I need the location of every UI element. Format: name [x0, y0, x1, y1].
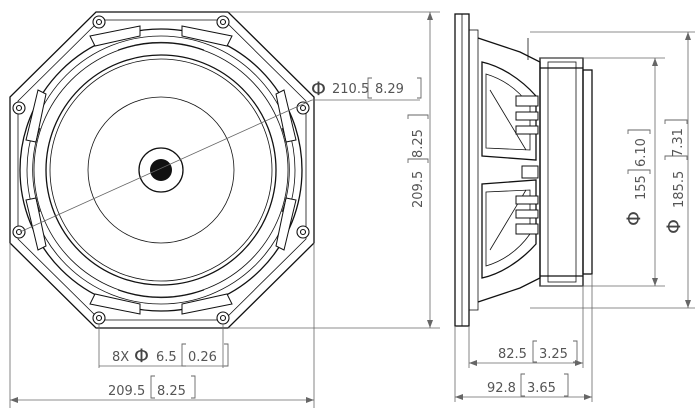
surround-inner	[45, 54, 277, 286]
hole-in: 0.26	[188, 350, 217, 365]
hole-phi: Φ	[134, 345, 149, 367]
width-dimension: 209.5 8.25	[9, 243, 315, 408]
mounting-holes	[12, 15, 310, 325]
cone-middle	[87, 96, 235, 244]
rim-detail	[32, 41, 290, 299]
total-depth-dimension: 92.8 3.65	[454, 274, 593, 402]
width-mm: 209.5	[108, 384, 145, 399]
magnet-diameter-in: 6.10	[634, 138, 649, 167]
outer-diameter-label: Φ 210.5 8.29	[311, 77, 422, 100]
basket-window-upper	[481, 61, 537, 161]
hole-count: 8X	[112, 350, 129, 365]
height-dimension: 209.5 8.25	[228, 11, 440, 329]
basket-lugs	[25, 25, 297, 315]
hole-mm: 6.5	[156, 350, 177, 365]
width-in: 8.25	[157, 384, 186, 399]
mounting-hole-dimension: 8X Φ 6.5 0.26	[98, 324, 229, 368]
basket-rim	[19, 28, 303, 312]
total-depth-mm: 92.8	[487, 381, 516, 396]
magnet-diameter-phi: Φ	[623, 211, 645, 226]
pole-piece	[150, 159, 172, 181]
magnet-depth-dimension: 82.5 3.25	[468, 286, 584, 368]
outer-diameter-phi: Φ	[311, 78, 326, 100]
terminals	[515, 95, 539, 235]
back-diameter-phi: Φ	[663, 219, 685, 234]
diameter-leader	[19, 99, 313, 233]
back-plate	[582, 69, 593, 275]
back-diameter-in: 7.31	[671, 128, 686, 157]
side-view	[454, 13, 593, 327]
magnet-depth-mm: 82.5	[498, 347, 527, 362]
front-view	[9, 11, 420, 329]
outer-diameter-in: 8.29	[375, 82, 404, 97]
height-mm: 209.5	[411, 171, 426, 208]
back-diameter-dimension: Φ 185.5 7.31	[530, 31, 695, 309]
magnet	[539, 57, 584, 287]
magnet-diameter-mm: 155	[634, 175, 649, 200]
total-depth-in: 3.65	[527, 381, 556, 396]
gasket-ring	[26, 35, 296, 305]
magnet-depth-in: 3.25	[539, 347, 568, 362]
outer-diameter-mm: 210.5	[332, 82, 369, 97]
height-in: 8.25	[411, 129, 426, 158]
gasket	[468, 29, 479, 311]
surround-outer	[33, 42, 289, 298]
back-diameter-mm: 185.5	[672, 171, 687, 208]
dust-cap	[138, 147, 184, 193]
cone-edge	[49, 58, 273, 282]
magnet-diameter-dimension: Φ 155 6.10	[540, 57, 665, 287]
